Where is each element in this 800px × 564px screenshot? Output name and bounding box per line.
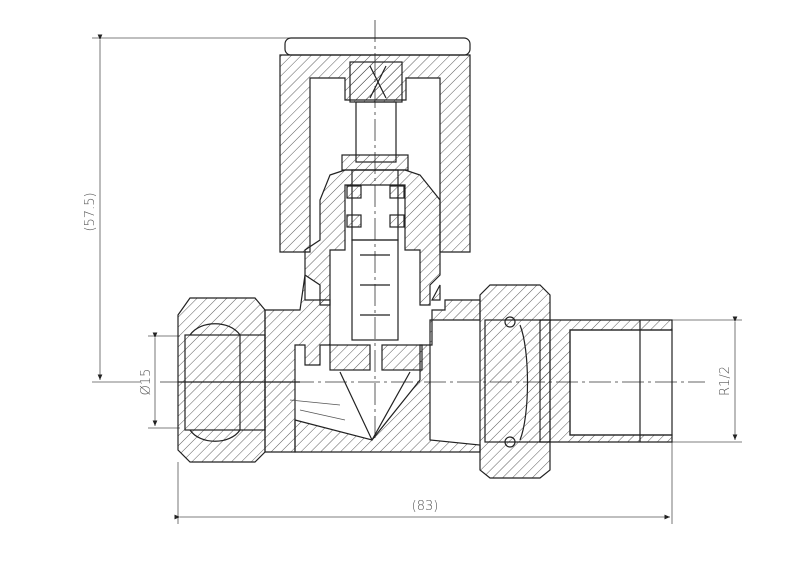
valve-body xyxy=(264,274,481,453)
spindle xyxy=(341,101,409,241)
tail-piece xyxy=(539,319,673,443)
inlet-diameter-label: Ø15 xyxy=(139,369,154,396)
bonnet xyxy=(304,169,441,341)
height-label: (57.5) xyxy=(83,192,98,231)
inlet-compression-nut xyxy=(177,297,300,463)
height-dimension: (57.5) xyxy=(83,34,290,383)
outlet-thread-dimension: R1/2 xyxy=(672,316,742,443)
outlet-thread-label: R1/2 xyxy=(718,366,733,396)
union-nut xyxy=(479,284,551,479)
length-dimension: (83) xyxy=(174,442,673,524)
length-label: (83) xyxy=(412,499,439,514)
inlet-diameter-dimension: Ø15 xyxy=(139,332,180,429)
handle-head xyxy=(279,37,471,253)
